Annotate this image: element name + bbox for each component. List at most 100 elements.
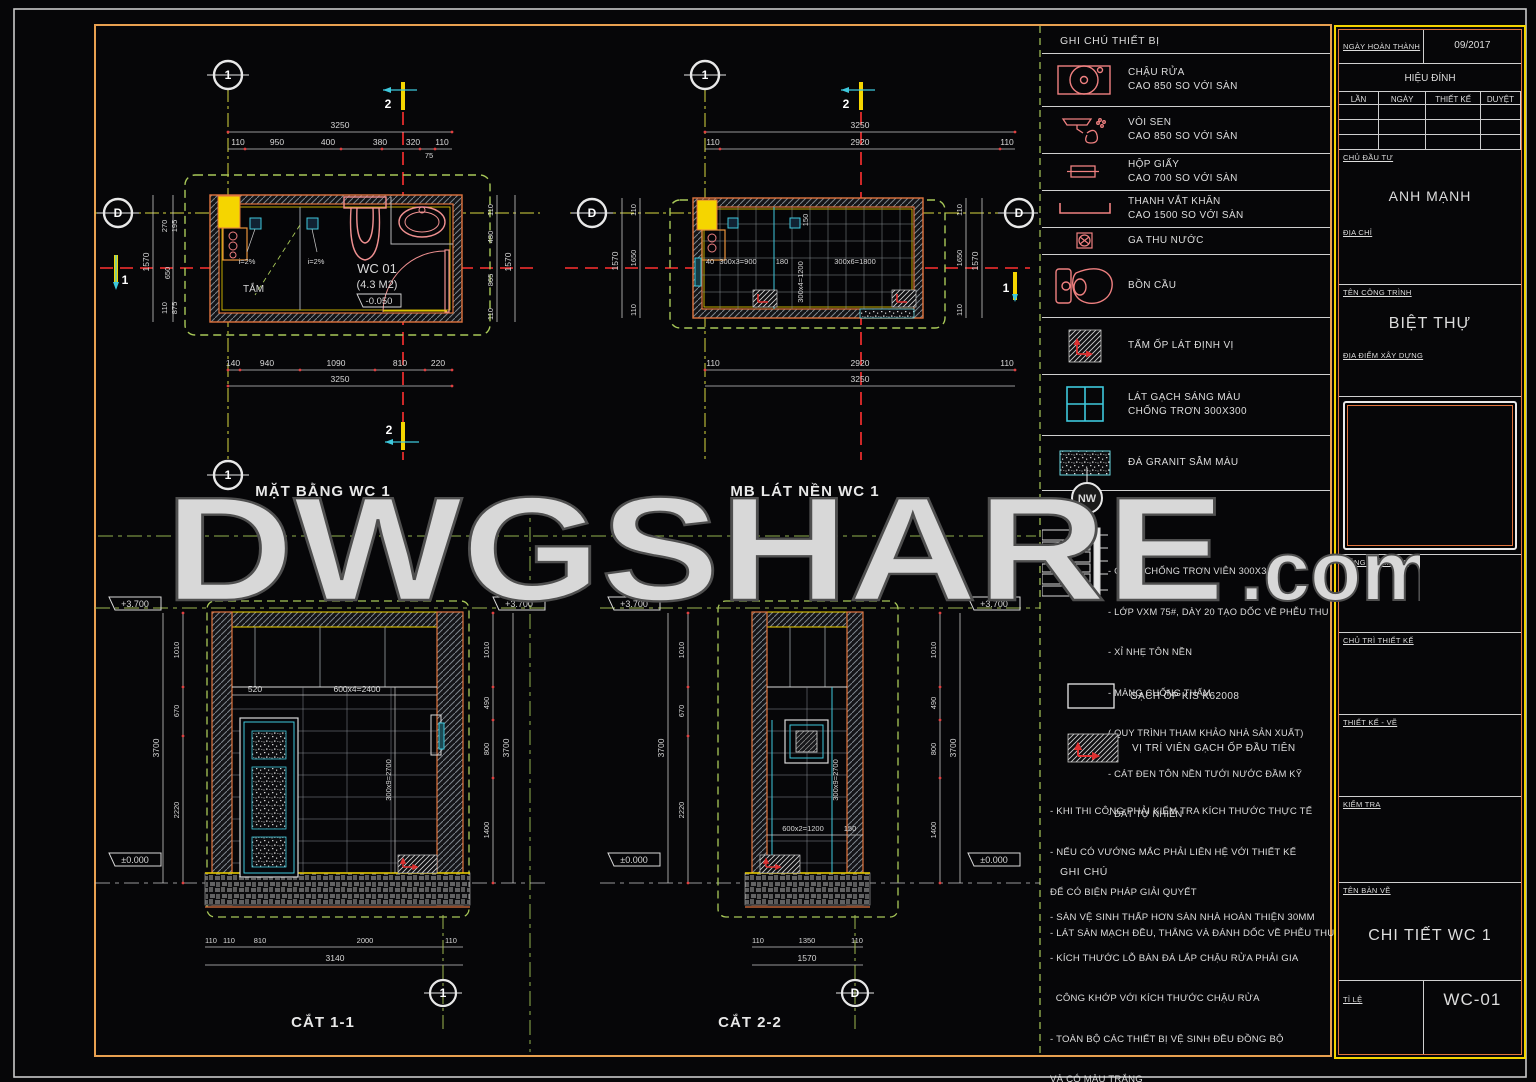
grid-bubble-1: 1 (207, 59, 249, 91)
svg-text:110: 110 (955, 204, 964, 216)
svg-text:75: 75 (425, 151, 433, 160)
completion-date: 09/2017 (1454, 40, 1491, 51)
svg-text:1: 1 (225, 468, 232, 482)
svg-text:670: 670 (677, 705, 686, 718)
date-label: NGÀY HOÀN THÀNH (1343, 42, 1421, 51)
floor-drain-icon (727, 217, 801, 229)
svg-text:950: 950 (270, 137, 284, 147)
sink-icon (1042, 60, 1128, 100)
section-marker-2-top: 2 (383, 82, 417, 111)
room-area: (4.3 M2) (357, 279, 398, 291)
svg-text:+3.700: +3.700 (121, 599, 149, 609)
svg-text:1: 1 (225, 68, 232, 82)
svg-text:D: D (114, 206, 123, 220)
svg-text:NW: NW (1078, 493, 1097, 505)
section-marker-1-right: 1 (1003, 272, 1018, 302)
plan2-boundary (669, 199, 946, 329)
project-name: BIỆT THỰ (1388, 315, 1472, 332)
svg-text:+3.700: +3.700 (505, 599, 533, 609)
plan2-shower-corner (694, 199, 726, 287)
plan2-tile-dims: 40 300x3=900 180 300x6=1800 300x4=1200 1… (706, 214, 876, 303)
tb-drawing: TÊN BẢN VẼ CHI TIẾT WC 1 (1339, 883, 1521, 981)
sec2-mirror (784, 719, 829, 764)
scale-label: TỈ LỆ (1343, 995, 1363, 1004)
svg-text:1: 1 (1003, 281, 1010, 295)
svg-text:1: 1 (702, 68, 709, 82)
svg-text:110: 110 (160, 302, 169, 314)
plan1-dims-bottom: 140 940 1090 810 220 3250 (226, 358, 454, 388)
toilet-icon (1042, 261, 1128, 311)
svg-text:110: 110 (486, 308, 495, 320)
svg-text:2220: 2220 (172, 802, 181, 819)
slope-label-1: i=2% (239, 257, 256, 266)
plan1-dims-left: 1570 270 195 650 110 875 (141, 195, 179, 322)
svg-text:490: 490 (482, 697, 491, 710)
sec1-dims-left: 1010 670 2220 3700 (151, 611, 185, 885)
checker-label: KIỂM TRA (1343, 800, 1381, 809)
grid-bubble-d: D (97, 197, 139, 229)
project-label: TÊN CÔNG TRÌNH (1343, 288, 1412, 297)
svg-text:1350: 1350 (799, 936, 816, 945)
svg-text:380: 380 (373, 137, 387, 147)
plan2-dims-top: 3250 110 2920 110 (703, 120, 1017, 151)
svg-text:2: 2 (843, 97, 850, 111)
level-tag-top-right: +3.700 (967, 596, 1021, 611)
sec1-wall-grid (232, 687, 437, 873)
svg-text:480: 480 (486, 231, 495, 244)
level-tag-top-left: +3.700 (108, 596, 162, 611)
level-tag-zero-left: ±0.000 (108, 852, 162, 867)
legend-row-granite: ĐÁ GRANIT SẪM MÀU (1042, 436, 1330, 491)
sec1-dims-right: 1010 490 800 1400 3700 (482, 611, 514, 885)
shower-fixture-box (222, 227, 248, 261)
svg-text:110: 110 (1000, 137, 1014, 147)
svg-text:1650: 1650 (955, 250, 964, 267)
tb-lead: CHỦ TRÌ THIẾT KẾ (1339, 633, 1521, 715)
section-marker-1-left: 1 (113, 255, 129, 290)
slope-label-2: i=2% (308, 257, 325, 266)
floor-layer-stack (1042, 527, 1108, 599)
plan1-boundary (184, 174, 491, 336)
plan1-dims-top: 3250 110 950 400 380 320 110 75 (226, 120, 454, 160)
svg-text:1570: 1570 (141, 252, 151, 271)
first-tile-legend: VỊ TRÍ VIÊN GẠCH ỐP ĐẦU TIÊN (1066, 732, 1295, 764)
floor-layer-notes: - GẠCH CHỐNG TRƠN VIÊN 300X300 - LỚP VXM… (1108, 566, 1329, 819)
construction-notes: - KHI THI CÔNG PHẢI KIỂM TRA KÍCH THƯỚC … (1050, 806, 1335, 939)
svg-text:195: 195 (170, 220, 179, 233)
svg-text:2000: 2000 (357, 936, 374, 945)
legend-row-toilet: BỒN CẦU (1042, 255, 1330, 318)
svg-text:110: 110 (851, 936, 863, 945)
section-marker-2-top: 2 (841, 82, 875, 111)
granite-threshold (859, 308, 915, 319)
svg-text:800: 800 (929, 743, 938, 756)
plan2-dims-bottom: 110 2920 110 3250 (703, 358, 1017, 387)
plan-mb-lat-nen-wc1: 1 D D 2 1 3250 110 2920 (565, 59, 1038, 500)
svg-text:+3.700: +3.700 (980, 599, 1008, 609)
client-name: ANH MẠNH (1388, 188, 1472, 204)
revision-table: LẦN NGÀY THIẾT KẾ DUYỆT (1339, 92, 1521, 150)
legend-row-tamop: TẤM ỐP LÁT ĐỊNH VỊ (1042, 318, 1330, 375)
svg-text:810: 810 (393, 358, 407, 368)
legend-header: GHI CHÚ THIẾT BỊ (1042, 27, 1330, 54)
svg-text:1570: 1570 (610, 251, 620, 270)
room-label: WC 01 (357, 261, 397, 276)
svg-text:810: 810 (254, 936, 267, 945)
first-tile-icon (1067, 733, 1119, 763)
section2-title: CẮT 2-2 (718, 1013, 782, 1031)
plan2-title: MB LÁT NỀN WC 1 (730, 483, 879, 500)
svg-text:110: 110 (205, 936, 217, 945)
svg-text:1570: 1570 (798, 953, 817, 963)
tb-checker: KIỂM TRA (1339, 797, 1521, 883)
level-tag-zero-right: ±0.000 (967, 852, 1021, 867)
svg-text:1570: 1570 (503, 252, 513, 271)
svg-text:110: 110 (955, 304, 964, 316)
svg-text:800: 800 (482, 743, 491, 756)
door-swing (382, 249, 450, 313)
tb-director: TỔNG GIÁM ĐỐC (1339, 555, 1521, 633)
svg-text:D: D (851, 986, 860, 1000)
svg-text:1010: 1010 (929, 642, 938, 659)
level-tag-zero-left: ±0.000 (607, 852, 661, 867)
svg-text:2920: 2920 (851, 137, 870, 147)
